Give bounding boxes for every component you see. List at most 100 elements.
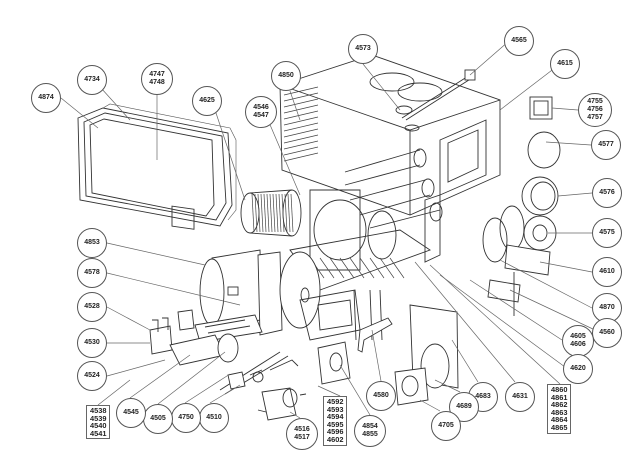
grille-slot [283,140,319,150]
part-number: 4578 [84,269,100,276]
leader-line [339,364,371,416]
leader-line [106,306,151,331]
parts-list-4538-4541[interactable]: 4538 4539 4540 4541 [86,405,111,440]
callout-4576[interactable]: 4576 [592,178,622,208]
callout-4853[interactable]: 4853 [77,228,107,258]
access-door [77,103,237,230]
part-number: 4538 [90,406,107,415]
callout-4631[interactable]: 4631 [505,382,535,412]
callout-4578[interactable]: 4578 [77,258,107,288]
leader-line [129,354,191,399]
leader-line [539,261,593,273]
part-number: 4748 [149,79,165,86]
fan-blade [251,193,255,233]
part-number: 4545 [123,409,139,416]
parts-list-4860-4865[interactable]: 4860 4861 4862 4863 4864 4865 [547,384,572,434]
part-number: 4853 [84,239,100,246]
part-number: 4580 [373,392,389,399]
callout-4750[interactable]: 4750 [171,403,201,433]
callout-4689[interactable]: 4689 [449,392,479,422]
part-number: 4530 [84,339,100,346]
callout-4524[interactable]: 4524 [77,361,107,391]
control-board [177,309,263,343]
callout-4580[interactable]: 4580 [366,381,396,411]
callout-4530[interactable]: 4530 [77,328,107,358]
leader-line [106,242,206,266]
part-number: 4689 [456,403,472,410]
grille-slot [283,134,319,144]
part-number: 4861 [551,392,568,402]
fan-blade [290,193,294,233]
part-number: 4734 [84,76,100,83]
part-number: 4750 [178,414,194,421]
callout-4620[interactable]: 4620 [563,354,593,384]
callout-4575[interactable]: 4575 [592,218,622,248]
callout-4573[interactable]: 4573 [348,34,378,64]
callout-4510[interactable]: 4510 [199,403,229,433]
leader-line [451,339,479,383]
leader-line [214,109,246,201]
fan-blade [275,193,279,233]
fan-blade [260,193,264,233]
leader-line [439,274,566,368]
part-number: 4854 [362,423,378,430]
tray-slot [329,257,345,279]
leader-line [317,385,341,397]
leader-line [100,87,131,121]
parts-list-4592-4602[interactable]: 4592 4593 4594 4595 4596 4602 [323,396,348,446]
part-number: 4547 [253,112,269,119]
callout-4505[interactable]: 4505 [143,404,173,434]
gas-valve [257,387,307,421]
fan-blade [269,193,273,233]
callout-4734[interactable]: 4734 [77,65,107,95]
callout-4577[interactable]: 4577 [591,130,621,160]
part-number: 4874 [38,94,54,101]
callout-4625[interactable]: 4625 [192,86,222,116]
callout-4560[interactable]: 4560 [592,318,622,348]
tray-slot [369,257,385,279]
callout-4615[interactable]: 4615 [550,49,580,79]
part-number: 4596 [327,427,344,437]
callout-4610[interactable]: 4610 [592,257,622,287]
tray-slot [339,257,355,279]
fan-blade [266,193,270,233]
tray-slot [389,257,405,279]
leader-line [289,90,301,121]
fan-blade [272,193,276,233]
callout-4874[interactable]: 4874 [31,83,61,113]
part-number: 4539 [90,413,107,423]
leader-line [209,384,241,404]
relay [149,317,226,366]
grille-slot [283,128,319,138]
part-number: 4755 [587,98,603,105]
grille-slot [283,122,319,132]
part-number: 4546 [253,104,269,111]
part-number: 4865 [551,422,568,432]
callout-4528[interactable]: 4528 [77,292,107,322]
part-number: 4747 [149,71,165,78]
leader-line [551,107,579,111]
part-number: 4615 [557,60,573,67]
part-number: 4625 [199,97,215,104]
callout-4705[interactable]: 4705 [431,411,461,441]
grille-slot [283,98,319,108]
grille-slot [283,146,319,156]
callout-4545[interactable]: 4545 [116,398,146,428]
part-number: 4592 [327,397,344,406]
callout-4565[interactable]: 4565 [504,26,534,56]
callout-4850[interactable]: 4850 [271,61,301,91]
part-number: 4593 [327,404,344,414]
fan-blade [278,193,282,233]
part-number: 4705 [438,422,454,429]
leader-line [371,329,382,382]
grille-slot [283,116,319,126]
leader-line [509,289,596,331]
part-number: 4595 [327,419,344,429]
